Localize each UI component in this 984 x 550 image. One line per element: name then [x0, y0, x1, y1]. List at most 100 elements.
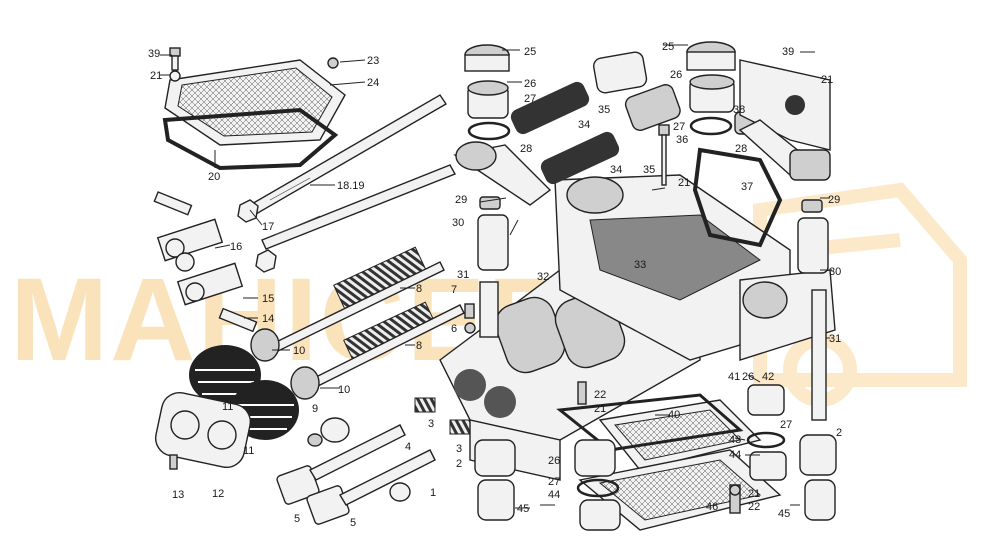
washer-21-left: [169, 70, 181, 82]
label-28b: 28: [735, 143, 747, 155]
label-16: 16: [230, 241, 242, 253]
label-21d: 21: [594, 403, 606, 415]
label-8b: 8: [416, 340, 422, 352]
bushing-44-right: [749, 451, 787, 481]
screw-23: [327, 57, 339, 69]
label-11a: 11: [222, 401, 233, 413]
label-5a: 5: [294, 513, 300, 525]
label-43: 43: [729, 434, 741, 446]
cup-25-center: [464, 44, 510, 72]
label-26d: 26: [548, 455, 560, 467]
label-39b: 39: [782, 46, 794, 58]
label-6: 6: [451, 323, 457, 335]
label-21e: 21: [748, 488, 760, 500]
bushing-45-right: [804, 479, 836, 521]
bolt-39-left: [169, 47, 181, 71]
label-39a: 39: [148, 48, 160, 60]
gasket-20: [162, 107, 339, 171]
stud-31-right: [811, 289, 827, 421]
label-30a: 30: [452, 217, 464, 229]
bushing-26-right-lower: [747, 384, 785, 416]
pin-upper: [153, 191, 193, 216]
leader-lines: [160, 44, 832, 509]
collar-10b: [290, 366, 320, 400]
spring-3a: [414, 397, 436, 413]
collar-10: [250, 328, 280, 362]
label-3b: 3: [456, 443, 462, 455]
spool-34-upper: [510, 81, 590, 135]
label-22b: 22: [748, 501, 760, 513]
cover-plate-24: [164, 59, 346, 146]
label-20: 20: [208, 171, 220, 183]
label-4: 4: [405, 441, 411, 453]
label-40: 40: [668, 409, 680, 421]
label-27c: 27: [780, 419, 792, 431]
flange-plate-12: [154, 391, 252, 469]
label-25a: 25: [524, 46, 536, 58]
label-41: 41: [728, 371, 740, 383]
nut-21-lower: [729, 484, 741, 496]
sleeve-26-right: [689, 74, 735, 113]
label-17: 17: [262, 221, 274, 233]
label-27b: 27: [673, 121, 685, 133]
sleeve-26-center: [467, 80, 509, 119]
label-31b: 31: [829, 333, 841, 345]
label-12: 12: [212, 488, 224, 500]
clevis-16-upper: [156, 218, 224, 272]
nut-17b: [255, 249, 277, 273]
label-21c: 21: [821, 74, 833, 86]
label-38: 38: [733, 104, 745, 116]
gasket-40: [556, 393, 744, 452]
label-13: 13: [172, 489, 184, 501]
label-9: 9: [312, 403, 318, 415]
label-34b: 34: [610, 164, 622, 176]
gasket-37: [692, 147, 783, 248]
piston-5-right: [306, 449, 436, 525]
ring-1: [389, 482, 411, 502]
label-27d: 27: [548, 476, 560, 488]
label-45a: 45: [517, 503, 529, 515]
label-2a: 2: [456, 458, 462, 470]
part-labels: 39 21 23 24 20 18.19 17 16 15 14 10 10 8…: [148, 41, 842, 529]
pin-14: [218, 307, 258, 333]
label-2b: 2: [836, 427, 842, 439]
lever-arm: [739, 269, 836, 361]
plate-39-right: [739, 59, 831, 151]
label-1: 1: [430, 487, 436, 499]
spool-34-lower: [540, 131, 620, 185]
label-33: 33: [634, 259, 646, 271]
label-42: 42: [762, 371, 774, 383]
label-7: 7: [451, 284, 457, 296]
nut-6: [464, 322, 476, 334]
label-30b: 30: [829, 266, 841, 278]
cage-30-center: [477, 214, 509, 271]
label-26a: 26: [524, 78, 536, 90]
label-21a: 21: [150, 70, 162, 82]
bushing-45-center: [477, 479, 515, 521]
label-34a: 34: [578, 119, 590, 131]
label-35a: 35: [598, 104, 610, 116]
oring-27-right-lower: [746, 431, 786, 449]
clevis-16-lower: [176, 262, 244, 306]
bolt-13: [169, 454, 178, 470]
label-8a: 8: [416, 283, 422, 295]
label-23: 23: [367, 55, 379, 67]
label-18-19: 18.19: [337, 180, 365, 192]
base-plate-46: [578, 449, 782, 531]
oring-27-lower: [576, 478, 620, 498]
label-22a: 22: [594, 389, 606, 401]
label-26c: 26: [742, 371, 754, 383]
label-32: 32: [537, 271, 549, 283]
washer-9: [307, 433, 323, 447]
bushing-2-center: [474, 439, 516, 477]
sleeve-35-left: [592, 51, 648, 94]
oring-27-right: [689, 116, 733, 136]
cup-25-right: [686, 41, 736, 71]
label-31a: 31: [457, 269, 469, 281]
crank-28-right: [738, 119, 831, 181]
label-5b: 5: [350, 517, 356, 529]
label-44a: 44: [729, 449, 741, 461]
label-28a: 28: [520, 143, 532, 155]
bushing-44-lower: [579, 499, 621, 531]
